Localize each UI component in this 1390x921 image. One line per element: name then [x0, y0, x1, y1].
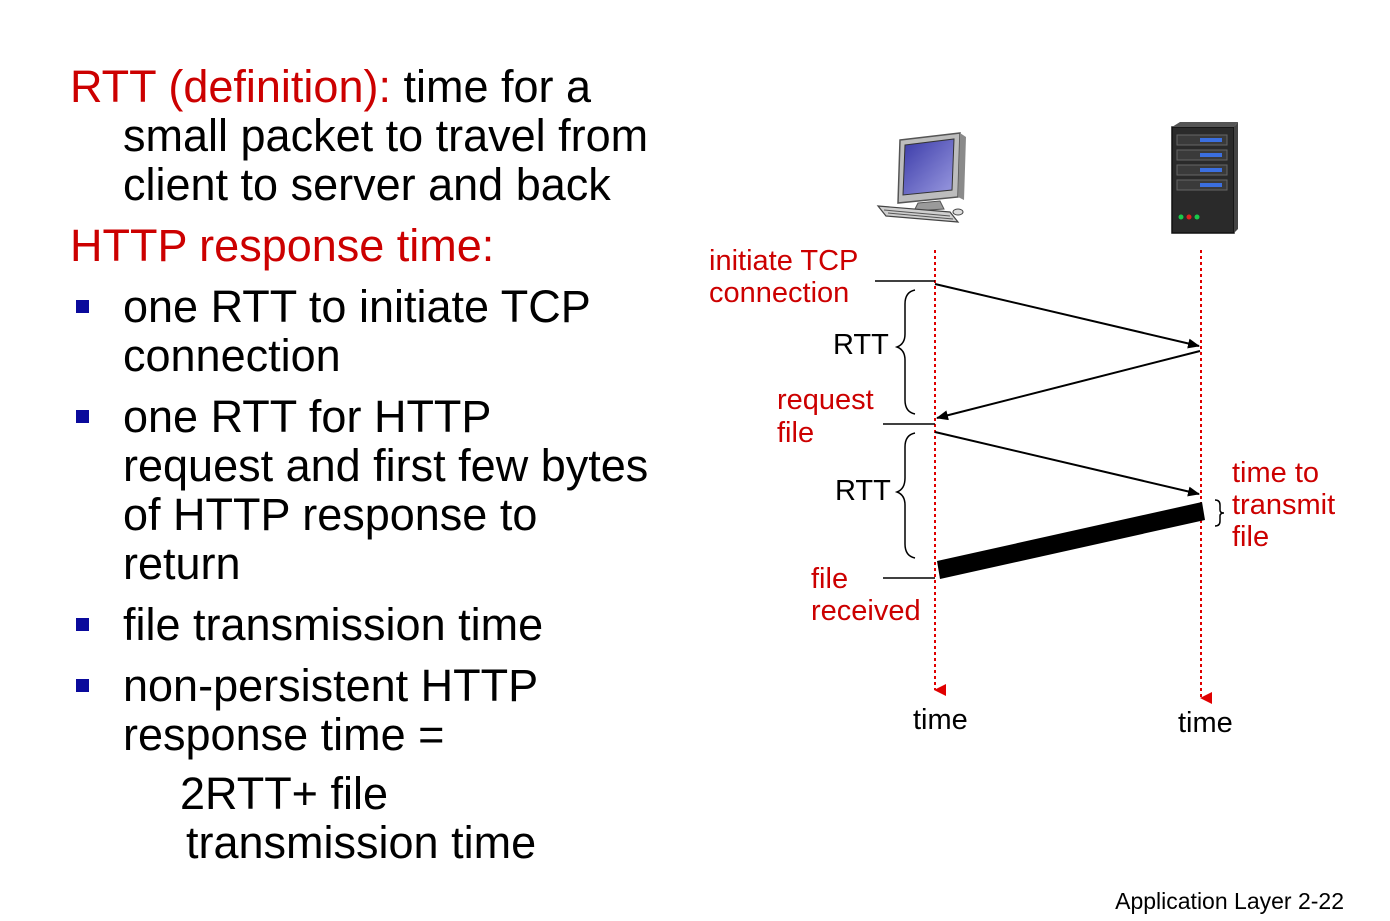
square-bullet-icon — [76, 410, 89, 423]
bullet-line: one RTT to initiate TCP — [123, 281, 591, 332]
bullet-line: return — [123, 538, 241, 589]
file-transfer-bar — [937, 502, 1205, 579]
rtt-definition-line1: time for a — [390, 61, 592, 112]
square-bullet-icon — [76, 300, 89, 313]
initiate-tcp-label: initiate TCP — [709, 245, 858, 277]
transmit-brace — [1214, 499, 1225, 527]
rtt-definition: RTT (definition): time for a — [70, 62, 710, 111]
text-column: RTT (definition): time for a small packe… — [70, 62, 710, 867]
bullet-item: one RTT for HTTP request and first few b… — [70, 392, 710, 588]
bullet-item: one RTT to initiate TCP connection — [70, 282, 710, 380]
bullet-list: one RTT to initiate TCP connection one R… — [70, 282, 710, 759]
file-received-label: file — [811, 563, 848, 595]
formula-line1: 2RTT+ file — [180, 768, 388, 819]
server-tower-icon — [1171, 122, 1238, 234]
square-bullet-icon — [76, 618, 89, 631]
bullet-item: non-persistent HTTP response time = — [70, 661, 710, 759]
client-time-label: time — [913, 704, 968, 736]
bullet-line: of HTTP response to — [123, 489, 538, 540]
desktop-computer-icon — [876, 132, 966, 223]
rtt-definition-line3: client to server and back — [123, 159, 611, 210]
file-received-label-2: received — [811, 595, 921, 627]
bullet-line: non-persistent HTTP — [123, 660, 539, 711]
bullet-line: request and first few bytes — [123, 440, 649, 491]
rtt-label-1: RTT — [833, 329, 889, 361]
bullet-line: response time = — [123, 709, 445, 760]
slide-footer: Application Layer 2-22 — [1115, 888, 1344, 914]
rtt-definition-line2: small packet to travel from — [123, 110, 649, 161]
bullet-line: connection — [123, 330, 341, 381]
request-file-label: request — [777, 384, 874, 416]
bullet-line: file transmission time — [123, 599, 544, 650]
http-response-heading: HTTP response time: — [70, 220, 495, 271]
bullet-item: file transmission time — [70, 600, 710, 649]
time-to-transmit-label: time to — [1232, 457, 1319, 489]
time-to-transmit-label-2: transmit — [1232, 489, 1335, 521]
server-time-label: time — [1178, 707, 1233, 739]
initiate-tcp-label-2: connection — [709, 277, 849, 309]
time-to-transmit-label-3: file — [1232, 521, 1269, 553]
rtt-label-2: RTT — [835, 475, 891, 507]
syn-arrow — [934, 283, 1200, 349]
http-request-arrow — [934, 431, 1200, 497]
square-bullet-icon — [76, 679, 89, 692]
rtt-brace-1 — [894, 289, 916, 415]
syn-ack-arrow — [936, 350, 1201, 421]
rtt-definition-label: RTT (definition): — [70, 61, 391, 112]
request-file-label-2: file — [777, 417, 814, 449]
bullet-line: one RTT for HTTP — [123, 391, 492, 442]
rtt-brace-2 — [894, 432, 916, 559]
formula-line2: transmission time — [186, 817, 537, 868]
